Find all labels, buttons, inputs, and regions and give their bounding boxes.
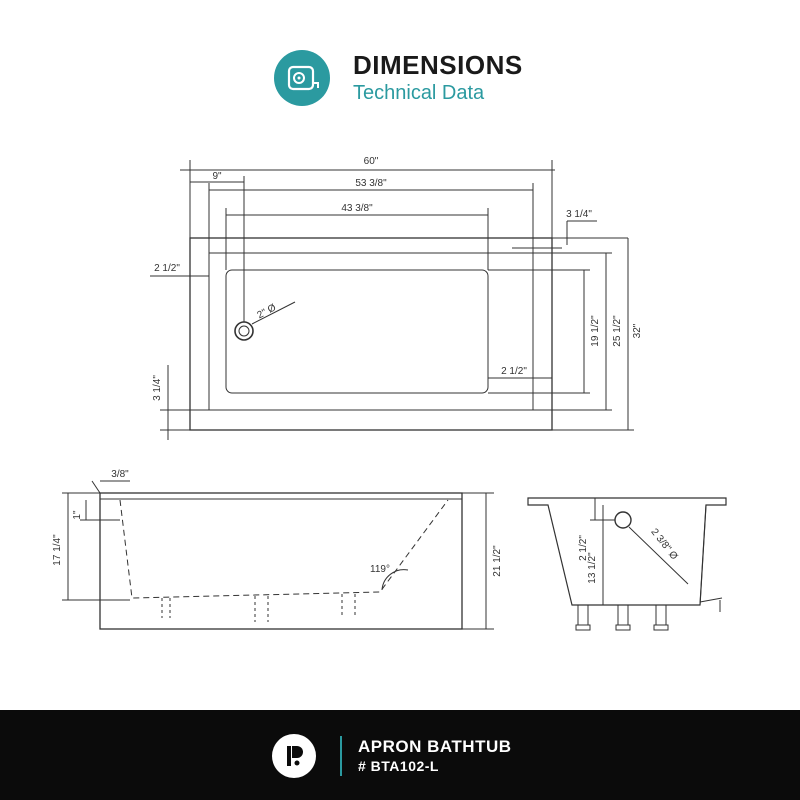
dim-overall-height: 21 1/2" <box>492 545 503 577</box>
dim-basin-depth: 17 1/4" <box>52 534 63 566</box>
drain-circle <box>234 321 254 341</box>
dim-left-rim: 2 1/2" <box>154 263 180 274</box>
tub-side-outline <box>527 497 727 606</box>
tub-apron <box>99 492 463 630</box>
technical-drawing: 60" 53 3/8" 9" 43 3/8" 3 1/4" 2 1/2" 2" … <box>52 156 727 631</box>
dim-drain-diameter: 2" Ø <box>256 302 279 321</box>
tub-inner-rim <box>208 252 534 411</box>
dim-overall-width: 32" <box>632 323 643 338</box>
overflow-circle <box>614 511 632 529</box>
footer-divider <box>340 736 342 776</box>
dim-rim-height: 1" <box>72 510 83 520</box>
tub-basin <box>225 269 489 394</box>
header: DIMENSIONS Technical Data <box>0 0 800 140</box>
dim-slope-angle: 119° <box>370 564 390 575</box>
page-title: DIMENSIONS <box>353 50 523 80</box>
front-view <box>62 480 494 630</box>
dim-rim-top: 3 1/4" <box>566 209 592 220</box>
footer-bar <box>0 710 800 800</box>
dim-inner-width: 25 1/2" <box>612 315 623 347</box>
page-subtitle: Technical Data <box>353 82 485 104</box>
dim-basin-width: 19 1/2" <box>590 315 601 347</box>
dim-bottom-rim: 3 1/4" <box>152 375 163 401</box>
side-view <box>527 497 727 631</box>
dim-basin-length: 43 3/8" <box>341 203 373 214</box>
dim-drain-offset: 9" <box>212 171 222 182</box>
dim-drain-height: 2 1/2" <box>578 535 589 561</box>
dim-overflow-height: 13 1/2" <box>587 552 598 584</box>
brand-logo-icon <box>272 734 316 778</box>
tape-measure-icon <box>274 50 330 106</box>
product-sku: # BTA102-L <box>358 758 439 774</box>
dim-overflow-diameter: 2 3/8" Ø <box>648 527 679 563</box>
hidden-basin <box>119 499 449 599</box>
top-view <box>150 160 634 440</box>
dim-inner-length: 53 3/8" <box>355 178 387 189</box>
dim-right-rim: 2 1/2" <box>501 366 527 377</box>
dim-overall-length: 60" <box>364 156 379 167</box>
product-name: APRON BATHTUB <box>358 737 512 756</box>
dim-lip: 3/8" <box>111 469 129 480</box>
